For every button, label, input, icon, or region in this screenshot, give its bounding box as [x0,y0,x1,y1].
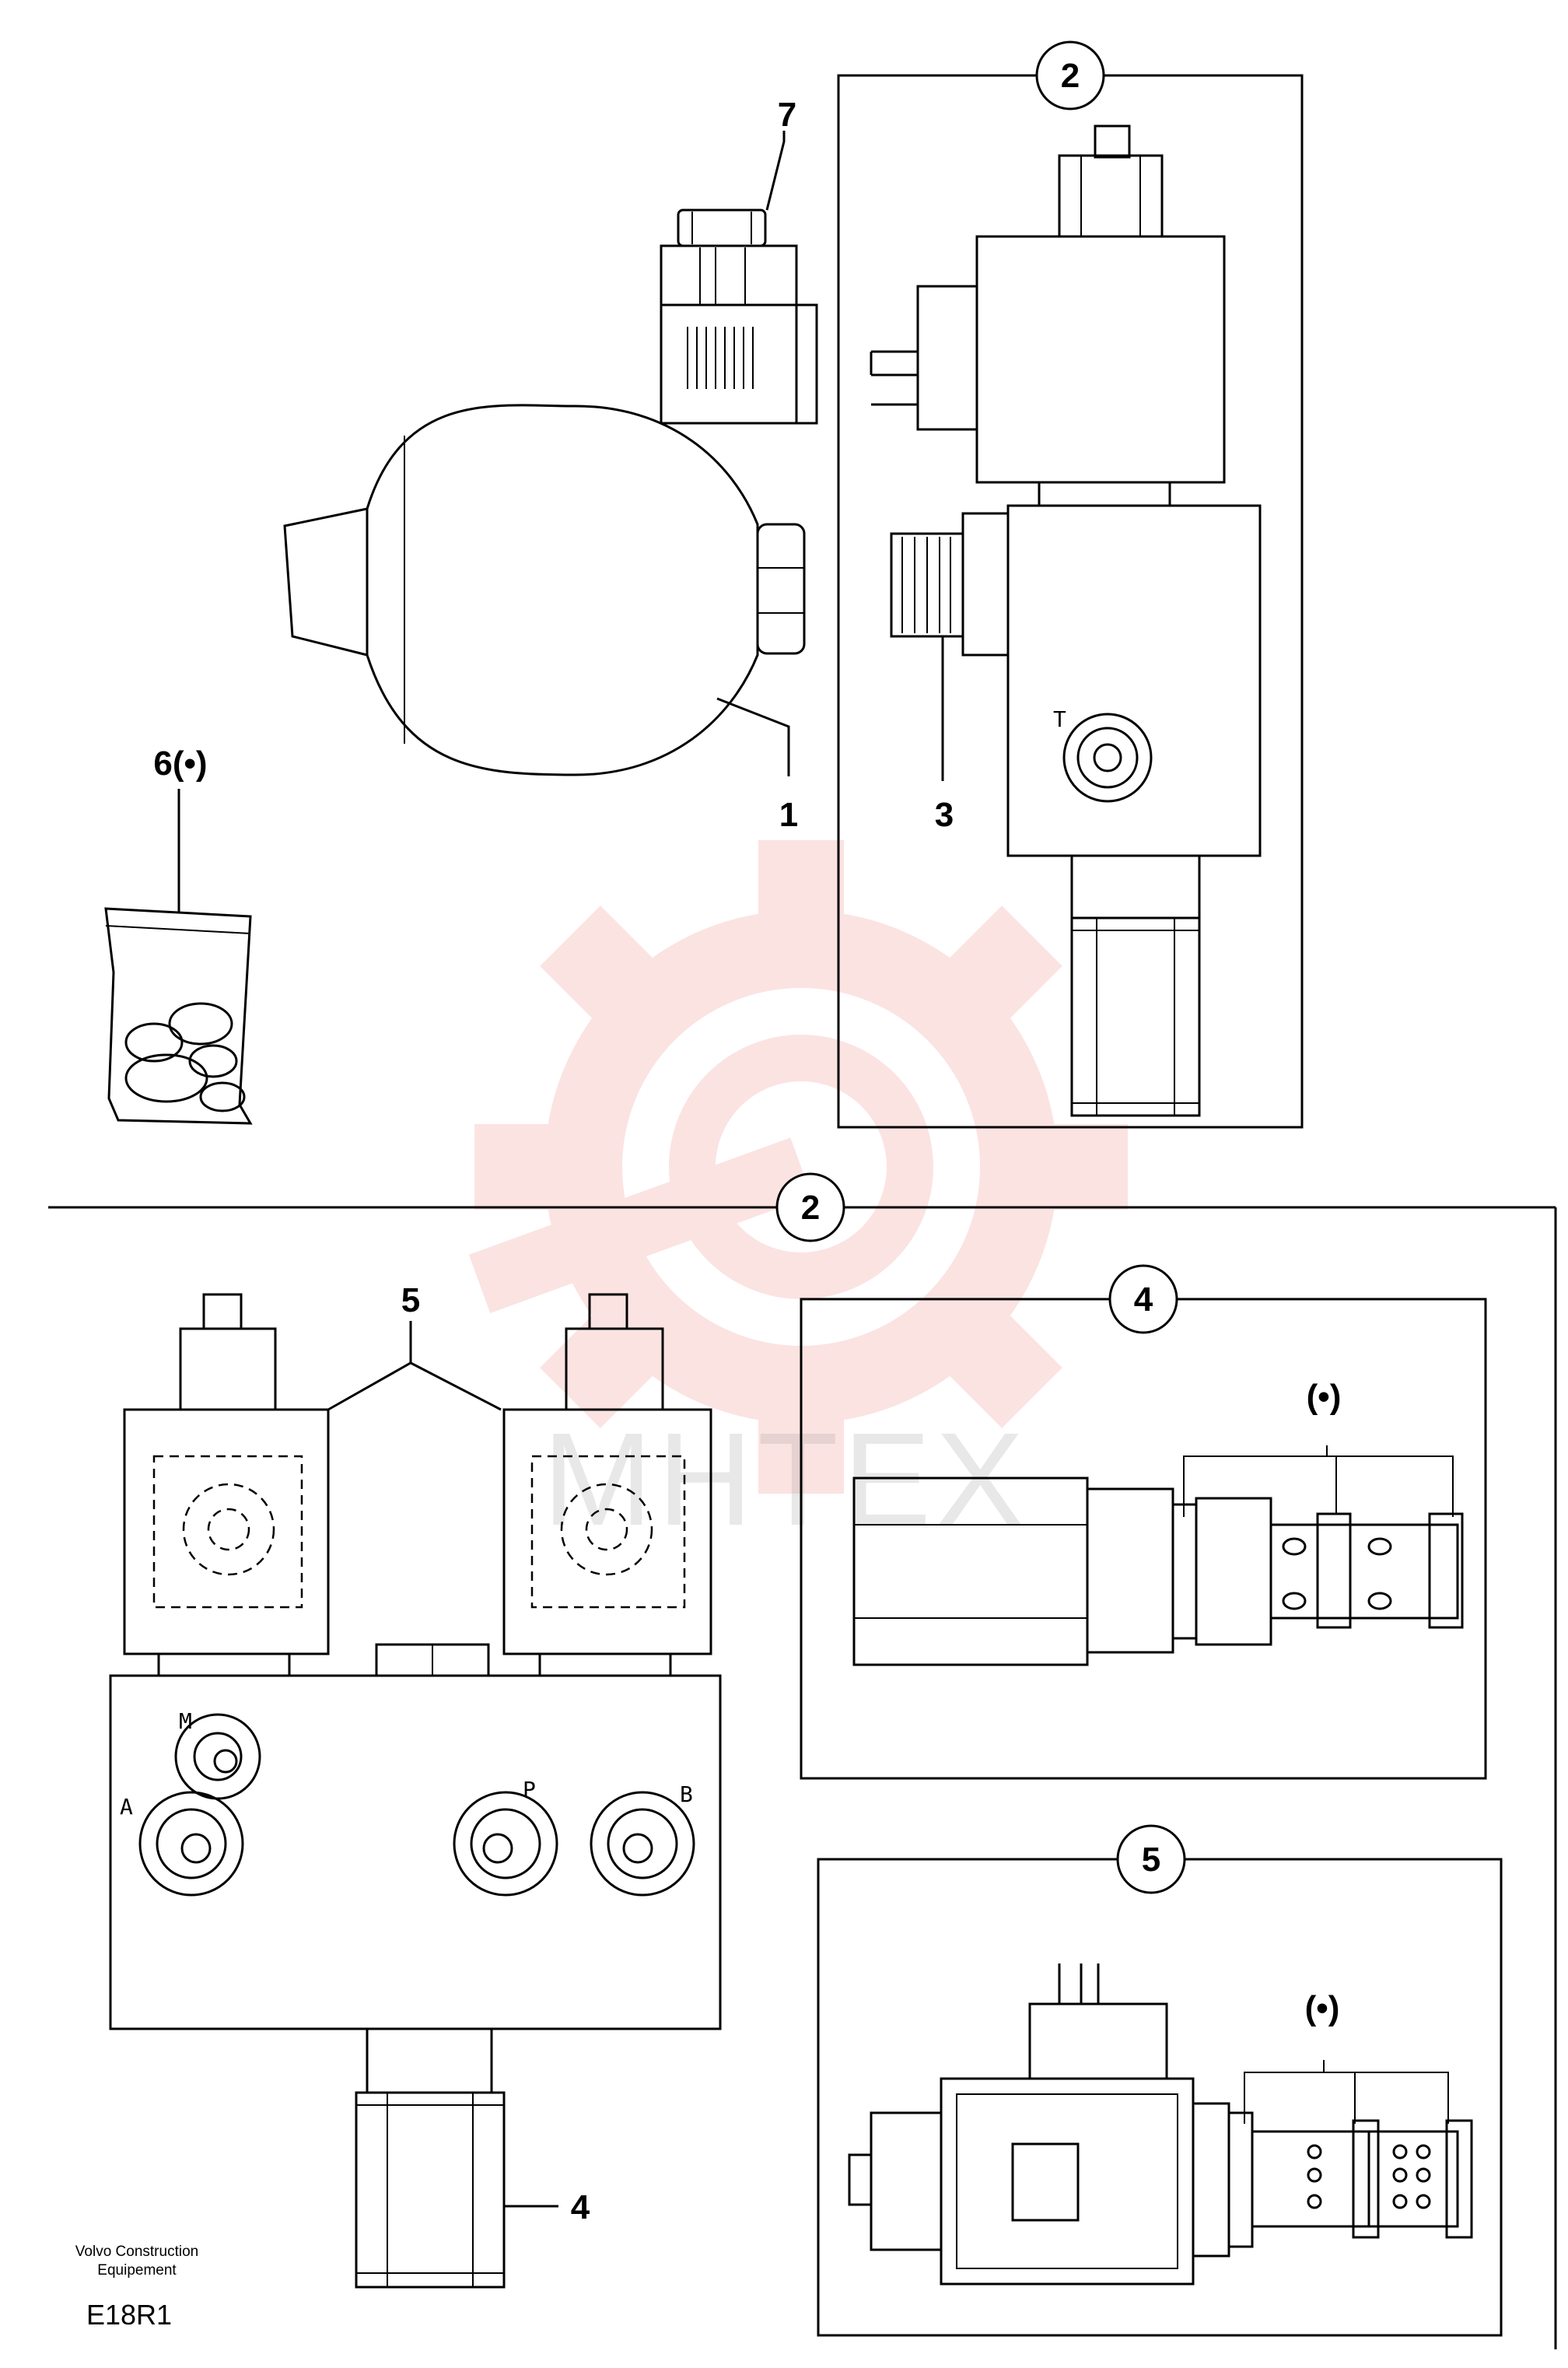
callout-1: 1 [779,796,798,834]
cartridge-note-5: (•) [1305,1989,1340,2027]
svg-text:5: 5 [1142,1841,1160,1879]
callout-3: 3 [935,796,954,834]
port-label-b: B [680,1781,693,1807]
seal-kit-bag [104,907,253,1125]
cartridge-valve-5 [848,1963,1473,2286]
svg-text:4: 4 [1134,1280,1153,1319]
footer-brand-line1: Volvo Construction [75,2244,198,2260]
callout-circle-5: 5 [1116,1824,1186,1894]
callout-circle-2-top: 2 [1035,40,1105,110]
watermark-logo [468,840,1128,1494]
connector-plug [660,208,818,425]
svg-text:2: 2 [1061,57,1080,95]
port-label-m: M [179,1708,192,1734]
cartridge-valve-4 [852,1476,1464,1666]
footer-brand-line2: Equipement [97,2262,177,2279]
callout-circle-4: 4 [1108,1264,1178,1334]
footer-code: E18R1 [86,2299,172,2331]
solenoid-valve-assembly [870,124,1262,1117]
callout-5: 5 [401,1281,420,1319]
port-label-p: P [523,1777,536,1802]
cartridge-note-4: (•) [1307,1378,1342,1416]
svg-text:2: 2 [801,1189,820,1227]
detail-box-5 [817,1858,1503,2337]
port-label-t: T [1053,706,1066,732]
callout-circle-2-bottom: 2 [775,1172,845,1242]
port-label-a: A [120,1794,133,1820]
valve-block-assembly [109,1293,722,2289]
accumulator [283,404,806,776]
callout-6: 6(•) [153,744,207,783]
callout-4: 4 [571,2188,590,2226]
callout-7: 7 [778,96,796,134]
watermark-text: MHTEX [543,1406,1029,1554]
